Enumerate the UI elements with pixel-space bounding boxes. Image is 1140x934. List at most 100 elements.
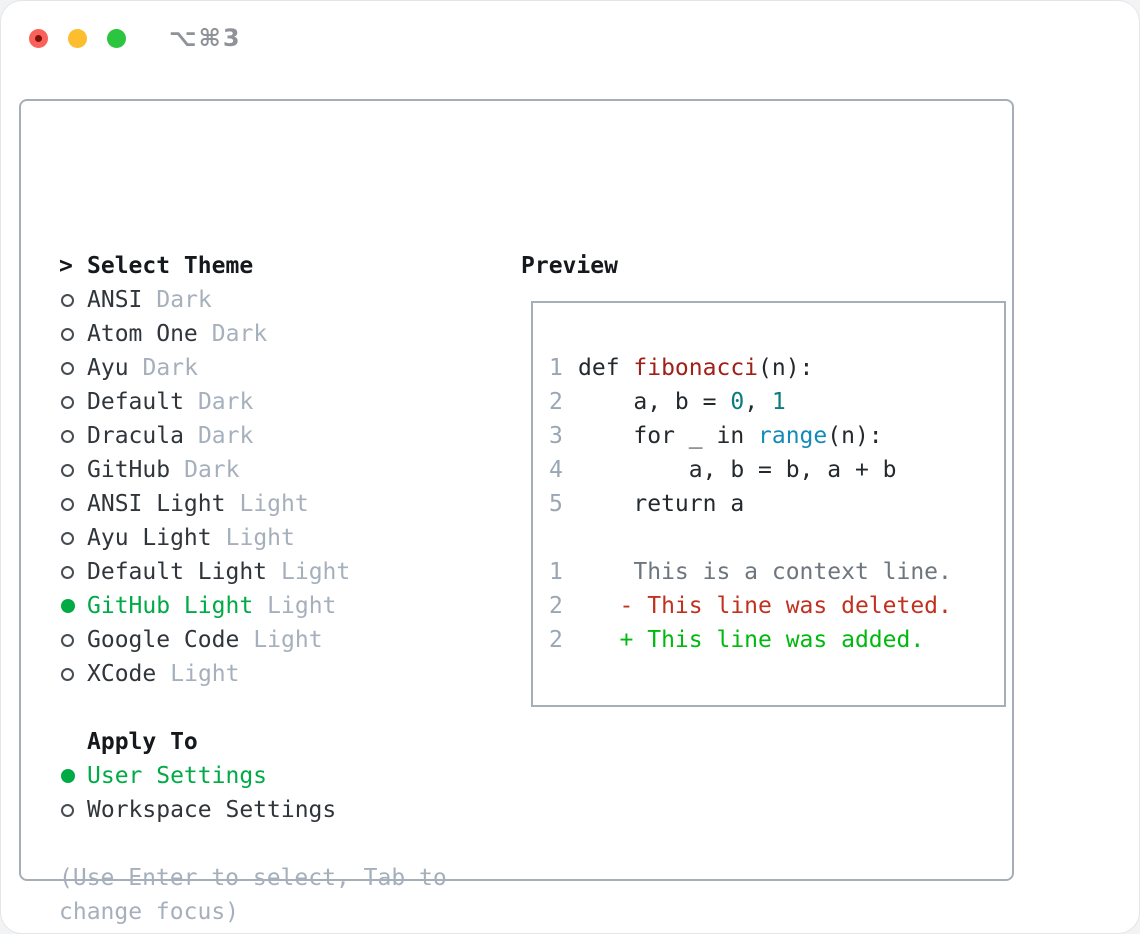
code-segment: for _ in (578, 423, 759, 449)
theme-option[interactable]: GitHub Dark (59, 453, 447, 487)
theme-name: GitHub Light (87, 593, 254, 619)
code-segment: 0 (730, 389, 745, 415)
line-number: 1 (549, 559, 563, 585)
theme-option[interactable]: ANSI Dark (59, 283, 447, 317)
theme-variant-label: Dark (184, 457, 240, 483)
radio-unselected-icon (61, 395, 74, 409)
radio-icon-col (59, 497, 87, 511)
radio-unselected-icon (61, 327, 74, 341)
theme-variant-label: Light (253, 627, 323, 653)
theme-name: Default (87, 389, 184, 415)
radio-icon-col (59, 531, 87, 545)
theme-name: Ayu (87, 355, 129, 381)
theme-variant-label: Light (267, 593, 337, 619)
theme-variant-label: Dark (142, 355, 198, 381)
code-segment: a, b = (578, 389, 731, 415)
zoom-button-icon[interactable] (107, 29, 126, 48)
code-segment: + This line was added. (578, 627, 925, 653)
code-segment: fibonacci (633, 355, 759, 381)
line-number: 2 (549, 389, 563, 415)
radio-unselected-icon (61, 361, 74, 375)
preview-line: 3 for _ in range(n): (549, 419, 1004, 453)
radio-unselected-icon (61, 429, 74, 443)
theme-name: Google Code (87, 627, 240, 653)
code-segment: 1 (771, 389, 786, 415)
apply-to-header-row: Apply To (59, 725, 447, 759)
theme-variant-label: Dark (197, 389, 254, 415)
radio-unselected-icon (61, 667, 74, 681)
apply-to-label: Workspace Settings (87, 797, 337, 823)
select-theme-title: Select Theme (87, 253, 254, 279)
radio-unselected-icon (61, 463, 74, 477)
code-segment: a, b = b, a + b (578, 457, 897, 483)
hint-text-line-1: (Use Enter to select, Tab to (59, 865, 447, 891)
radio-icon-col (59, 803, 87, 817)
apply-to-title: Apply To (87, 729, 198, 755)
radio-icon-col (59, 327, 87, 341)
preview-line: 5 return a (549, 487, 1004, 521)
line-number: 2 (549, 627, 563, 653)
theme-variant-label: Dark (197, 423, 254, 449)
radio-icon-col (59, 429, 87, 443)
theme-variant-label: Light (170, 661, 240, 687)
window-title: ⌥⌘3 (169, 24, 242, 52)
line-number: 3 (549, 423, 563, 449)
preview-line (549, 521, 1004, 555)
radio-selected-icon (61, 599, 75, 613)
theme-name: Default Light (87, 559, 268, 585)
line-number: 2 (549, 593, 563, 619)
preview-line: 1 This is a context line. (549, 555, 1004, 589)
preview-line: 2 + This line was added. (549, 623, 1004, 657)
theme-variant-label: Dark (156, 287, 212, 313)
line-number: 5 (549, 491, 563, 517)
apply-to-option[interactable]: User Settings (59, 759, 447, 793)
radio-icon-col (59, 599, 87, 613)
radio-unselected-icon (61, 531, 74, 545)
line-number: 4 (549, 457, 563, 483)
code-segment: , (744, 389, 772, 415)
radio-icon-col (59, 667, 87, 681)
theme-name: XCode (87, 661, 157, 687)
apply-to-option[interactable]: Workspace Settings (59, 793, 447, 827)
theme-option[interactable]: XCode Light (59, 657, 447, 691)
line-number: 1 (549, 355, 563, 381)
code-segment: return a (578, 491, 745, 517)
radio-icon-col (59, 463, 87, 477)
close-button-icon[interactable] (29, 29, 48, 48)
apply-to-label: User Settings (87, 763, 268, 789)
theme-name: GitHub (87, 457, 171, 483)
theme-option[interactable]: Ayu Dark (59, 351, 447, 385)
radio-icon-col (59, 293, 87, 307)
theme-option[interactable]: Atom One Dark (59, 317, 447, 351)
code-segment: def (578, 355, 634, 381)
theme-name: ANSI (87, 287, 143, 313)
preview-line: 2 - This line was deleted. (549, 589, 1004, 623)
radio-icon-col (59, 633, 87, 647)
theme-variant-label: Dark (211, 321, 268, 347)
theme-name: Atom One (87, 321, 198, 347)
theme-option[interactable]: Default Dark (59, 385, 447, 419)
minimize-button-icon[interactable] (68, 29, 87, 48)
theme-option[interactable]: GitHub Light Light (59, 589, 447, 623)
preview-title: Preview (521, 253, 618, 279)
radio-icon-col (59, 769, 87, 783)
radio-icon-col (59, 565, 87, 579)
radio-unselected-icon (61, 293, 74, 307)
radio-unselected-icon (61, 565, 74, 579)
radio-icon-col (59, 361, 87, 375)
theme-name: ANSI Light (87, 491, 226, 517)
theme-option[interactable]: Google Code Light (59, 623, 447, 657)
hint-text-line-2: change focus) (59, 899, 240, 925)
select-theme-header-row: > Select Theme (59, 249, 447, 283)
